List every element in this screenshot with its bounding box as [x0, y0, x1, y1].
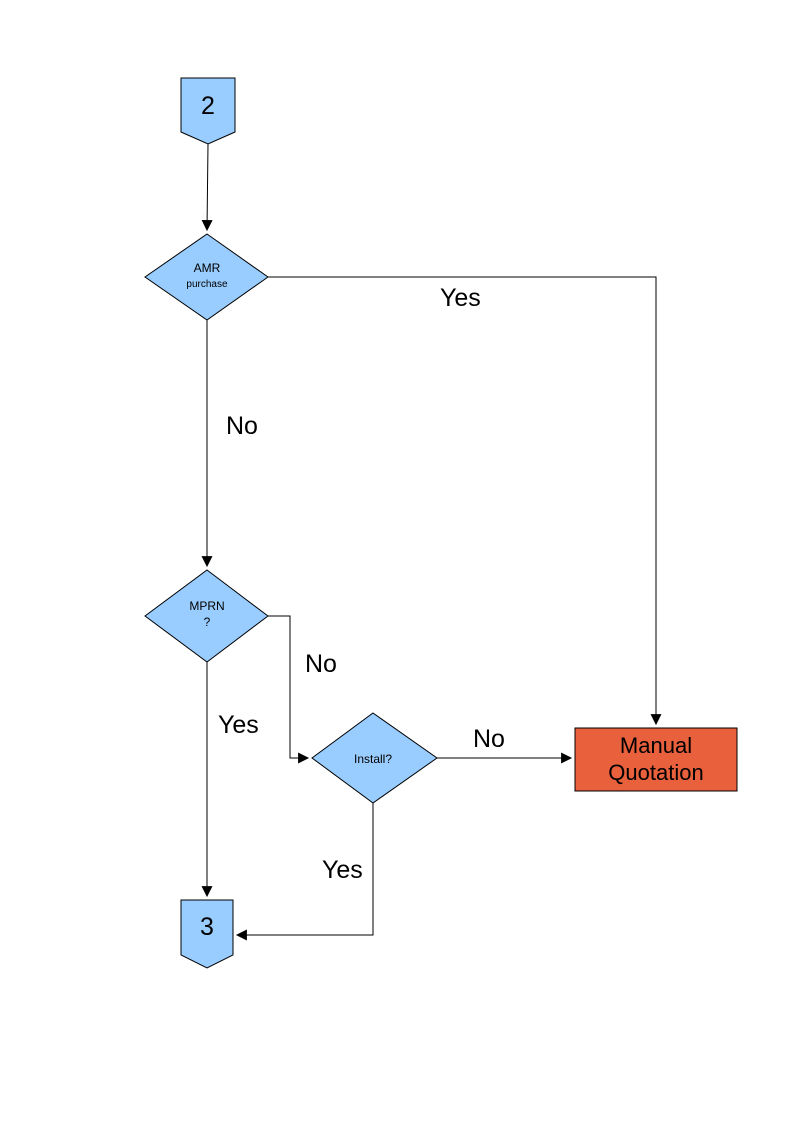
process-manual-quotation-shape [574, 727, 738, 792]
edge-labels: Yes No No Yes No Yes [218, 284, 505, 884]
amr-purchase-label-line1: AMR [194, 261, 221, 275]
manual-quotation-label-line1: Manual [620, 733, 692, 758]
edge-connector2-to-amr [201, 143, 213, 232]
node-labels: 2 AMR purchase MPRN ? Install? Manual Qu… [186, 92, 703, 941]
edge-label-install-yes: Yes [322, 856, 363, 884]
manual-quotation-label-line2: Quotation [608, 760, 703, 785]
edge-label-mprn-no: No [305, 650, 337, 678]
edge-label-install-no: No [473, 725, 505, 753]
connector-3-label: 3 [200, 913, 214, 941]
amr-purchase-label-line2: purchase [186, 279, 228, 290]
edge-label-mprn-yes: Yes [218, 711, 259, 739]
decision-amr-purchase-shape [144, 233, 269, 321]
edge-amr-yes-to-manual-quotation [268, 276, 662, 726]
edge-label-amr-no: No [226, 412, 258, 440]
edge-label-amr-yes: Yes [440, 284, 481, 312]
off-page-connector-3-shape [180, 899, 234, 969]
edge-mprn-no-to-install [268, 615, 310, 764]
mprn-label-line1: MPRN [189, 599, 224, 613]
decision-mprn-shape [144, 569, 269, 663]
connector-2-label: 2 [201, 92, 215, 120]
edge-install-yes-to-connector3 [235, 803, 374, 941]
mprn-label-line2: ? [204, 615, 211, 629]
nodes [144, 77, 738, 969]
edges [201, 143, 662, 941]
decision-install-shape [311, 712, 438, 804]
install-label: Install? [354, 752, 392, 766]
off-page-connector-2-shape [180, 77, 236, 145]
